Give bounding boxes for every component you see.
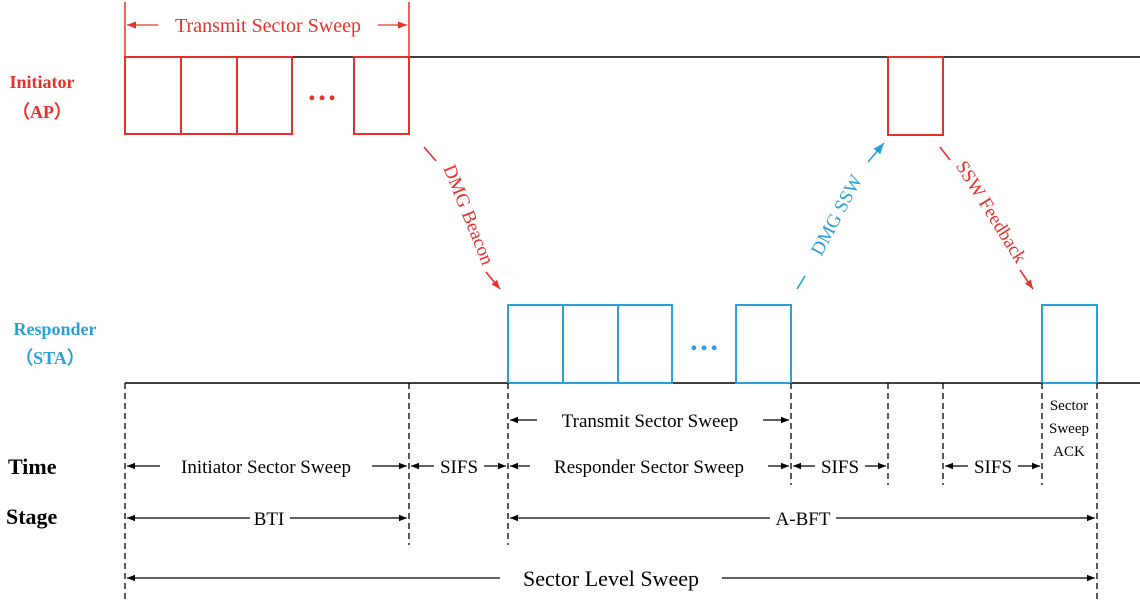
responder-transmit-sector-sweep-span: Transmit Sector Sweep xyxy=(510,411,789,432)
initiator-role-label: （AP） xyxy=(12,102,72,122)
initiator-frame xyxy=(236,56,293,135)
responder-role-label: （STA） xyxy=(15,348,85,368)
dmg-beacon-label: DMG Beacon xyxy=(438,162,497,269)
sector-sweep-ack-label: Sector Sweep ACK xyxy=(1049,398,1089,460)
bti-label: BTI xyxy=(254,509,285,530)
responder-frame xyxy=(562,304,619,384)
initiator-transmit-sector-sweep-label: Transmit Sector Sweep xyxy=(175,15,361,37)
ack-label-line-1: Sector xyxy=(1050,398,1088,414)
responder-frame xyxy=(507,304,564,384)
responder-sector-sweep-span: Responder Sector Sweep xyxy=(510,457,789,478)
sifs-label-1: SIFS xyxy=(440,457,478,478)
initiator-feedback-frame xyxy=(887,56,944,136)
time-markers xyxy=(124,383,1098,603)
sector-level-sweep-span: Sector Level Sweep xyxy=(127,566,1095,591)
responder-frames xyxy=(507,304,1098,384)
initiator-frames xyxy=(124,56,944,136)
responder-transmit-sector-sweep-label: Transmit Sector Sweep xyxy=(562,411,739,432)
initiator-frame xyxy=(353,56,410,135)
responder-frame xyxy=(735,304,792,384)
dmg-beacon-arrow: DMG Beacon xyxy=(423,146,501,290)
bti-span: BTI xyxy=(127,509,407,530)
responder-sector-sweep-label: Responder Sector Sweep xyxy=(554,457,744,478)
abft-span: A-BFT xyxy=(510,509,1095,530)
ack-label-line-2: Sweep xyxy=(1049,421,1089,437)
dmg-ssw-arrow: DMG SSW xyxy=(796,142,885,290)
sifs-span-1: SIFS xyxy=(411,457,506,478)
responder-ack-frame xyxy=(1041,304,1098,384)
initiator-transmit-sector-sweep-span: Transmit Sector Sweep xyxy=(124,2,410,57)
initiator-frame xyxy=(124,56,182,135)
initiator-sector-sweep-label: Initiator Sector Sweep xyxy=(181,457,351,478)
ssw-feedback-label: SSW Feedback xyxy=(951,157,1031,267)
ack-label-line-3: ACK xyxy=(1053,444,1085,460)
sector-level-sweep-label: Sector Level Sweep xyxy=(523,566,699,591)
sifs-span-3: SIFS xyxy=(945,457,1040,478)
time-row-label: Time xyxy=(8,454,57,479)
initiator-sector-sweep-span: Initiator Sector Sweep xyxy=(127,457,407,478)
initiator-label: Initiator xyxy=(10,72,75,92)
ssw-feedback-arrow: SSW Feedback xyxy=(939,146,1034,290)
initiator-frame xyxy=(180,56,238,135)
responder-frame xyxy=(617,304,673,384)
responder-label: Responder xyxy=(13,319,96,339)
dmg-ssw-label: DMG SSW xyxy=(807,172,867,260)
abft-label: A-BFT xyxy=(776,509,831,530)
stage-row-label: Stage xyxy=(6,504,58,529)
initiator-frames-ellipsis: … xyxy=(307,74,337,107)
responder-frames-ellipsis: … xyxy=(689,324,719,357)
sifs-span-2: SIFS xyxy=(793,457,886,478)
sifs-label-3: SIFS xyxy=(974,457,1012,478)
sifs-label-2: SIFS xyxy=(821,457,859,478)
